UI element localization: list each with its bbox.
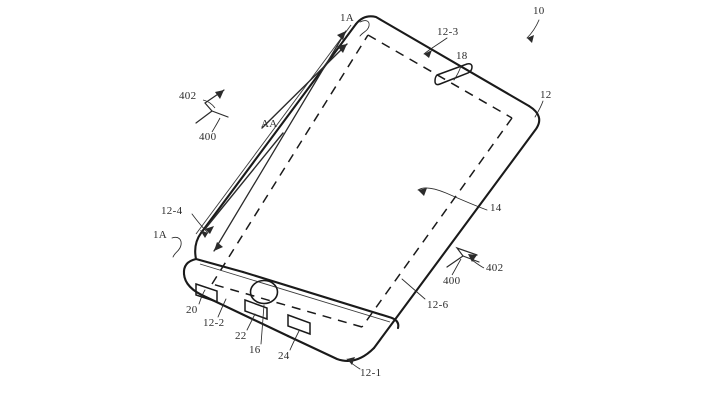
home-button [249,279,279,305]
section-line-arrowheads [337,44,347,53]
label-axis-402-lower: 402 [486,262,504,274]
section-line-1a-lower [204,132,284,230]
label-housing-bottom-edge: 12-1 [360,367,382,379]
label-housing: 12 [540,89,552,101]
housing-bottom-seam [199,263,391,323]
label-axis-400-lower: 400 [443,275,461,287]
label-section-left: 1A [153,229,168,241]
housing-left-inner-edge [195,24,352,235]
label-display: 14 [490,202,502,214]
label-axis-400-upper: 400 [199,131,217,143]
label-port-right: 24 [278,350,290,362]
axis-marker-lower-arrowhead [468,254,477,262]
label-housing-right-face: 12-6 [427,299,449,311]
label-speaker-slot: 18 [456,50,468,62]
display-active-area [211,34,513,328]
axis-marker-lower-leaders [451,258,485,276]
label-axis-402-upper: 402 [179,90,197,102]
axis-marker-upper-leaders [202,99,221,133]
label-home-button: 16 [249,344,261,356]
label-port-left: 20 [186,304,198,316]
dimension-arrow-aa [213,30,347,252]
label-housing-top-edge: 12-3 [437,26,459,38]
dimension-arrow-aa-heads [214,31,346,251]
label-housing-upper-left: 12-4 [161,205,183,217]
section-line-1a [261,43,348,129]
section-line-lower-arrowhead [205,226,214,234]
label-housing-left-edge: 12-2 [203,317,225,329]
device-housing-outline [182,15,541,362]
axis-marker-upper-arrowhead [215,90,224,99]
axis-marker-upper [195,89,229,124]
label-device: 10 [533,5,545,17]
label-dimension-aa: AA [261,118,278,130]
label-port-center: 22 [235,330,247,342]
bottom-port-slots [195,282,311,336]
speaker-slot [434,63,473,86]
label-section-top: 1A [340,12,355,24]
leader-arrowheads [200,35,534,365]
